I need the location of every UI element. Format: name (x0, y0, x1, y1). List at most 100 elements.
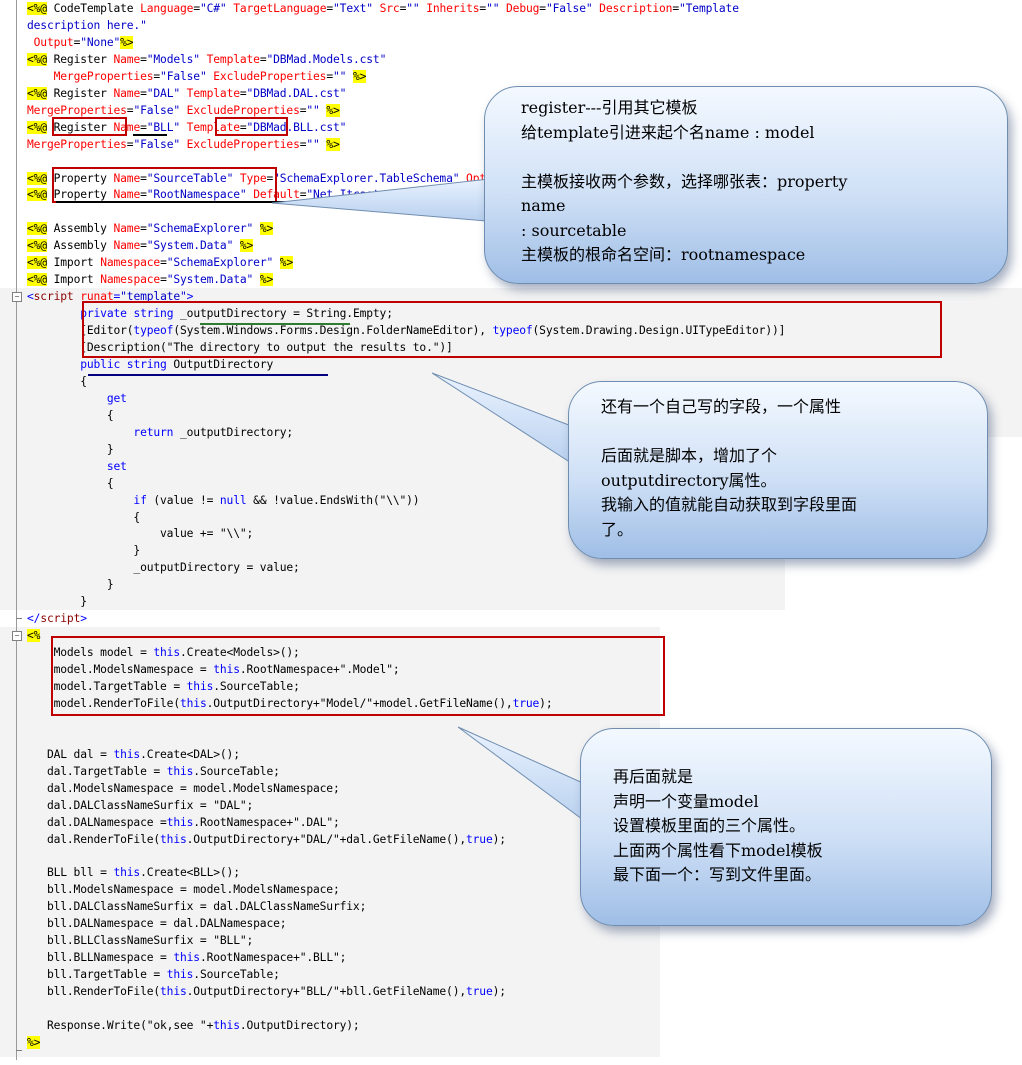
callout-text-line: 设置模板里面的三个属性。 (613, 816, 806, 835)
code-token: this (153, 646, 180, 660)
code-line[interactable]: bll.DALNamespace = dal.DALNamespace; (27, 915, 287, 932)
code-line[interactable]: %> (27, 1034, 40, 1051)
code-token: script (33, 290, 74, 304)
code-line[interactable]: set (27, 458, 127, 475)
code-line[interactable]: bll.ModelsNamespace = model.ModelsNamesp… (27, 881, 340, 898)
code-line[interactable]: bll.TargetTable = this.SourceTable; (27, 966, 280, 983)
code-line[interactable]: bll.BLLClassNameSurfix = "BLL"; (27, 932, 253, 949)
code-line[interactable]: <%@ Assembly Name="SchemaExplorer" %> (27, 220, 273, 237)
code-token: = (73, 35, 81, 49)
code-token: && !value.EndsWith("\\")) (246, 493, 420, 507)
code-line[interactable]: dal.DALNamespace =this.RootNamespace+".D… (27, 814, 340, 831)
code-token: = (160, 273, 167, 287)
code-token: { (27, 510, 141, 524)
code-line[interactable]: bll.BLLNamespace = this.RootNamespace+".… (27, 949, 346, 966)
code-line[interactable]: description here." (27, 17, 147, 34)
code-token: "SchemaExplorer" (146, 222, 254, 236)
code-token: "False" (160, 69, 207, 83)
code-token: script (40, 612, 81, 626)
code-line[interactable]: <%@ Register Name="DAL" Template="DBMad.… (27, 85, 346, 102)
code-line[interactable]: model.ModelsNamespace = this.RootNamespa… (27, 661, 400, 678)
code-token: = (193, 2, 200, 15)
code-line[interactable]: <%@ Import Namespace="System.Data" %> (27, 271, 273, 288)
code-line[interactable]: return _outputDirectory; (27, 424, 293, 441)
code-line[interactable]: { (27, 509, 140, 526)
code-line[interactable]: <%@ CodeTemplate Language="C#" TargetLan… (27, 0, 739, 17)
code-token: Inherits (426, 2, 480, 15)
code-token: "" (306, 137, 320, 151)
code-line[interactable]: <% (27, 627, 40, 644)
code-line[interactable]: MergeProperties="False" ExcludePropertie… (27, 102, 340, 119)
code-token: Type (239, 171, 267, 185)
code-line[interactable]: DAL dal = this.Create<DAL>(); (27, 746, 240, 763)
callout-text-line: 主模板的根命名空间：rootnamespace (521, 245, 806, 264)
code-line[interactable]: Models model = this.Create<Models>(); (27, 644, 300, 661)
code-token: <%@ (27, 239, 47, 253)
code-token: Register (46, 120, 114, 134)
fold-toggle-code-block[interactable]: − (12, 631, 22, 641)
code-line[interactable]: MergeProperties="False" ExcludePropertie… (27, 136, 340, 153)
fold-toggle-script[interactable]: − (12, 292, 22, 302)
callout-text-line: 给template引进来起个名name : model (521, 122, 815, 142)
code-token: .SourceTable; (193, 764, 280, 778)
code-line[interactable]: get (27, 390, 127, 407)
code-line[interactable]: Output="None"%> (27, 34, 134, 51)
code-line[interactable]: </script> (27, 610, 87, 627)
code-line[interactable]: [Editor(typeof(System.Windows.Forms.Desi… (27, 322, 785, 339)
code-line[interactable]: { (27, 475, 114, 492)
code-token: bll.TargetTable = (27, 968, 167, 982)
code-line[interactable]: public string OutputDirectory (27, 356, 273, 373)
code-token: ExcludeProperties (213, 69, 327, 83)
code-line[interactable]: dal.DALClassNameSurfix = "DAL"; (27, 797, 253, 814)
code-token: = (160, 256, 167, 270)
code-line[interactable]: bll.DALClassNameSurfix = dal.DALClassNam… (27, 898, 366, 915)
code-line[interactable]: } (27, 593, 87, 610)
code-token: dal.DALClassNameSurfix = "DAL"; (27, 798, 254, 812)
code-line[interactable]: model.TargetTable = this.SourceTable; (27, 678, 300, 695)
code-line[interactable]: dal.RenderToFile(this.OutputDirectory+"D… (27, 831, 506, 848)
code-token: "DAL" (146, 86, 181, 100)
code-token: _outputDirectory = value; (27, 561, 300, 575)
callout-text-line: 后面就是脚本，增加了个 (601, 446, 778, 465)
code-token: %> (279, 256, 294, 270)
code-line[interactable]: <%@ Register Name="BLL" Template="DBMad.… (27, 119, 346, 136)
code-line[interactable]: } (27, 441, 114, 458)
code-line[interactable]: } (27, 576, 114, 593)
code-line[interactable]: dal.TargetTable = this.SourceTable; (27, 763, 280, 780)
code-token: "SourceTable" (146, 171, 234, 185)
code-token: this (166, 764, 194, 778)
code-line[interactable]: [Description("The directory to output th… (27, 339, 453, 356)
code-token: bll.DALClassNameSurfix = dal.DALClassNam… (27, 900, 367, 914)
code-token: %> (259, 222, 274, 236)
code-token: = (259, 52, 267, 66)
code-token: <%@ (27, 120, 47, 134)
code-token: Name (113, 171, 141, 185)
code-line[interactable]: _outputDirectory = value; (27, 559, 300, 576)
code-token: Template (186, 86, 240, 100)
code-token: Name (113, 86, 141, 100)
code-line[interactable]: MergeProperties="False" ExcludePropertie… (27, 68, 366, 85)
code-line[interactable]: Response.Write("ok,see "+this.OutputDire… (27, 1017, 360, 1034)
code-line[interactable]: if (value != null && !value.EndsWith("\\… (27, 492, 419, 509)
code-line[interactable]: { (27, 373, 87, 390)
code-line[interactable]: <%@ Import Namespace="SchemaExplorer" %> (27, 254, 293, 271)
code-token: Namespace (100, 273, 161, 287)
code-line[interactable]: model.RenderToFile(this.OutputDirectory+… (27, 695, 553, 712)
code-line[interactable]: { (27, 407, 114, 424)
code-token: this (160, 832, 187, 846)
code-line[interactable]: <script runat="template"> (27, 288, 193, 305)
code-line[interactable]: <%@ Assembly Name="System.Data" %> (27, 237, 253, 254)
code-line[interactable]: bll.RenderToFile(this.OutputDirectory+"B… (27, 983, 506, 1000)
code-line[interactable]: dal.ModelsNamespace = model.ModelsNamesp… (27, 780, 340, 797)
code-line[interactable]: value += "\\"; (27, 525, 253, 542)
code-line[interactable]: } (27, 542, 140, 559)
code-token: < (27, 290, 34, 304)
code-line[interactable]: private string _outputDirectory = String… (27, 305, 393, 322)
code-line[interactable]: <%@ Register Name="Models" Template="DBM… (27, 51, 386, 68)
code-token: dal.TargetTable = (27, 764, 167, 778)
code-token: .Create<BLL>(); (140, 866, 240, 880)
code-line[interactable]: BLL bll = this.Create<BLL>(); (27, 864, 240, 881)
code-token: model.TargetTable = (27, 680, 187, 693)
code-token: = (299, 103, 307, 117)
